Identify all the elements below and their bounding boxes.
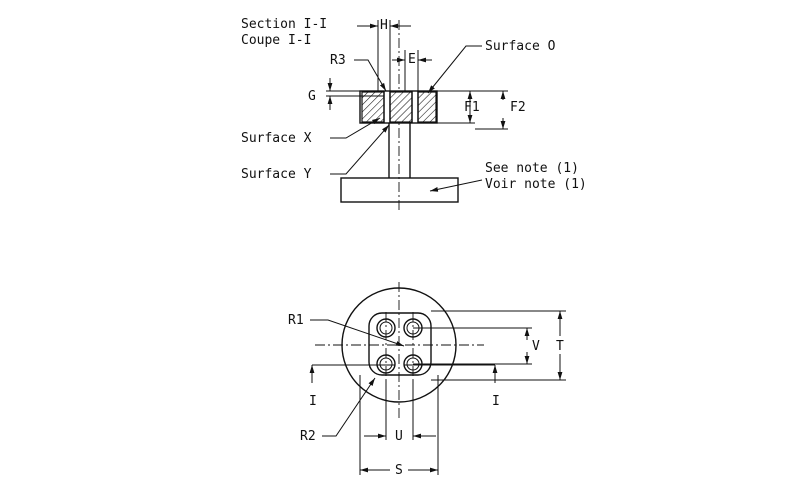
plan-view: R1 R2 V T I I U S <box>288 282 566 478</box>
note-en-label: See note (1) <box>485 161 579 176</box>
dim-f1-label: F1 <box>464 100 480 115</box>
r2-label: R2 <box>300 429 316 444</box>
hatch-center <box>389 91 413 123</box>
section-view: Section I-I Coupe I-I H E <box>241 17 587 212</box>
section-title-fr: Coupe I-I <box>241 33 311 48</box>
hole-bottom-left <box>376 354 396 374</box>
base-plate <box>340 177 459 203</box>
top-block-outline <box>359 90 438 124</box>
surface-y-label: Surface Y <box>241 167 312 182</box>
dim-v-label: V <box>532 339 540 354</box>
r3-label: R3 <box>330 53 346 68</box>
dim-e-label: E <box>408 52 416 67</box>
hole-top-left <box>376 318 396 338</box>
surface-o-label: Surface O <box>485 39 556 54</box>
inner-rounded-square <box>368 312 432 376</box>
dim-s-label: S <box>395 463 403 478</box>
dim-f2-label: F2 <box>510 100 526 115</box>
dim-u-label: U <box>395 429 403 444</box>
surface-x-label: Surface X <box>241 131 312 146</box>
note-fr-label: Voir note (1) <box>485 177 587 192</box>
hatch-right <box>417 91 437 123</box>
dim-g-label: G <box>308 89 316 104</box>
cut-label-left: I <box>309 394 317 409</box>
dim-t-label: T <box>556 339 564 354</box>
dim-h-label: H <box>380 18 388 33</box>
section-title-en: Section I-I <box>241 17 327 32</box>
cut-label-right: I <box>492 394 500 409</box>
r1-label: R1 <box>288 313 304 328</box>
